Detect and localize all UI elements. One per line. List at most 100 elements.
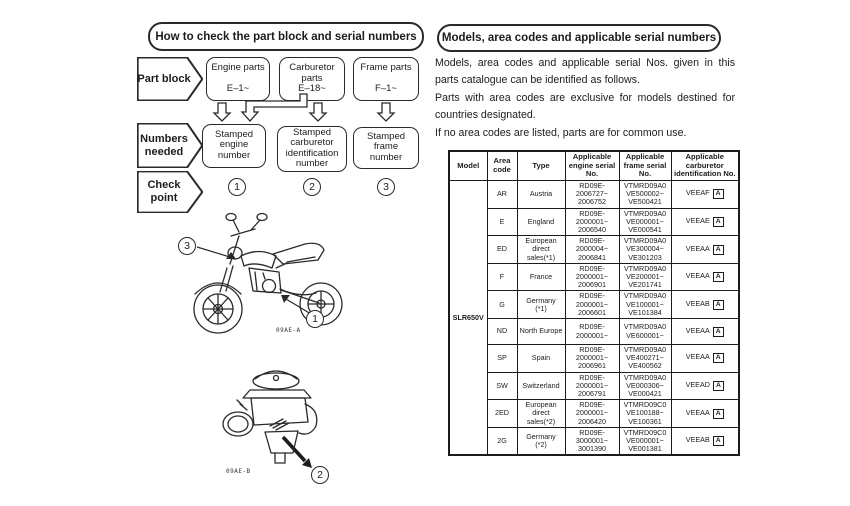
carburetor-code: VEEAA <box>685 352 710 362</box>
type-cell: North Europe <box>516 318 566 346</box>
carburetor-code: VEEAA <box>685 407 710 417</box>
boxed-letter: A <box>712 216 724 227</box>
check-point-1: 1 <box>228 178 246 196</box>
left-panel-title: How to check the part block and serial n… <box>148 22 424 51</box>
numbers-needed-label: Numbers needed <box>137 123 203 168</box>
engine-serial-cell: RD09E- 3000001~ 3001390 <box>564 426 620 456</box>
stamped-engine-number-box: Stamped engine number <box>202 124 266 168</box>
table-header-row: Model Area code Type Applicable engine s… <box>448 150 740 181</box>
table-row: SP Spain RD09E- 2000001~ 2006961 VTMRD09… <box>449 344 740 373</box>
engine-parts-box: Engine parts E–1~ <box>206 57 270 101</box>
carburetor-code: VEEAB <box>685 435 710 445</box>
boxed-letter: A <box>712 299 724 310</box>
frame-serial-cell: VTMRD09A0 VE500002~ VE500421 <box>618 180 672 209</box>
type-cell: Spain <box>516 344 566 373</box>
table-row: G Germany (*1) RD09E- 2000001~ 2006601 V… <box>449 290 740 320</box>
header-model: Model <box>448 150 488 181</box>
frame-serial-cell: VTMRD09A0 VE300004~ VE301203 <box>618 235 672 264</box>
header-frame-serial: Applicable frame serial No. <box>618 150 672 181</box>
boxed-letter: A <box>712 244 724 255</box>
carburetor-code: VEEAE <box>685 215 710 225</box>
area-code-cell: 2ED <box>486 399 518 428</box>
area-code-cell: G <box>486 290 518 320</box>
check-point-2: 2 <box>303 178 321 196</box>
boxed-letter: A <box>712 326 724 337</box>
type-cell: England <box>516 207 566 237</box>
intro-paragraph-2: Parts with area codes are exclusive for … <box>435 92 735 121</box>
boxed-letter: A <box>712 189 724 200</box>
carburetor-code: VEEAD <box>685 379 710 389</box>
table-row: E England RD09E- 2000001~ 2006540 VTMRD0… <box>449 207 740 237</box>
carburetor-illustration <box>222 370 318 464</box>
area-code-cell: ND <box>486 318 518 346</box>
engine-serial-cell: RD09E- 2000001~ 2006540 <box>564 207 620 237</box>
intro-text: Models, area codes and applicable serial… <box>435 55 735 144</box>
model-cell: SLR650V <box>448 180 488 456</box>
down-arrow-carburetor <box>308 102 328 122</box>
carburetor-code: VEEAA <box>685 271 710 281</box>
part-block-label: Part block <box>137 57 203 101</box>
engine-serial-cell: RD09E- 2006727~ 2006752 <box>564 180 620 209</box>
check-point-3: 3 <box>377 178 395 196</box>
down-arrow-engine <box>212 102 232 122</box>
engine-serial-cell: RD09E- 2000004~ 2006841 <box>564 235 620 264</box>
boxed-letter: A <box>712 380 724 391</box>
check-point-label: Check point <box>137 171 203 213</box>
callout-engine-number: 1 <box>306 310 324 328</box>
header-area-code: Area code <box>486 150 518 181</box>
frame-serial-cell: VTMRD09C0 VE100188~ VE100361 <box>618 399 672 428</box>
stamped-frame-number-box: Stamped frame number <box>353 127 419 169</box>
carburetor-code: VEEAF <box>686 188 710 198</box>
frame-serial-cell: VTMRD09A0 VE200001~ VE201741 <box>618 262 672 292</box>
engine-serial-cell: RD09E- 2000001~ 2006420 <box>564 399 620 428</box>
pentagon-shape <box>137 171 203 213</box>
intro-paragraph-3: If no area codes are listed, parts are f… <box>435 127 687 139</box>
carburetor-parts-box: Carburetor parts E–18~ <box>279 57 345 101</box>
frame-serial-cell: VTMRD09C0 VE000001~ VE001381 <box>618 426 672 456</box>
type-cell: Switzerland <box>516 371 566 401</box>
engine-serial-cell: RD09E- 2000001~ 2006601 <box>564 290 620 320</box>
boxed-letter: A <box>712 436 724 447</box>
down-arrow-frame <box>376 102 396 122</box>
area-code-cell: 2G <box>486 426 518 456</box>
frame-serial-cell: VTMRD09A0 VE100001~ VE101384 <box>618 290 672 320</box>
table-row: SW Switzerland RD09E- 2000001~ 2006791 V… <box>449 371 740 401</box>
type-cell: France <box>516 262 566 292</box>
figure-caption-carb: 09AE-B <box>226 468 251 475</box>
stamped-carburetor-id-box: Stamped carburetor identification number <box>277 126 347 172</box>
carburetor-code: VEEAA <box>685 243 710 253</box>
carburetor-code: VEEAB <box>685 298 710 308</box>
serial-numbers-table: Model Area code Type Applicable engine s… <box>448 150 740 457</box>
type-cell: European direct sales(*2) <box>516 399 566 428</box>
callout-carburetor-number: 2 <box>311 466 329 484</box>
figure-caption-bike: 09AE-A <box>276 327 301 334</box>
header-carburetor-id: Applicable carburetor identification No. <box>670 150 740 181</box>
area-code-cell: F <box>486 262 518 292</box>
frame-serial-cell: VTMRD09A0 VE600001~ <box>618 318 672 346</box>
boxed-letter: A <box>712 408 724 419</box>
motorcycle-illustration <box>193 212 343 334</box>
area-code-cell: SW <box>486 371 518 401</box>
area-code-cell: AR <box>486 180 518 209</box>
engine-serial-cell: RD09E- 2000001~ <box>564 318 620 346</box>
table-row: 2ED European direct sales(*2) RD09E- 200… <box>449 399 740 428</box>
boxed-letter: A <box>712 272 724 283</box>
frame-serial-cell: VTMRD09A0 VE000306~ VE000421 <box>618 371 672 401</box>
type-cell: European direct sales(*1) <box>516 235 566 264</box>
area-code-cell: E <box>486 207 518 237</box>
table-row: ND North Europe RD09E- 2000001~ VTMRD09A… <box>449 318 740 346</box>
table-row: F France RD09E- 2000001~ 2006901 VTMRD09… <box>449 262 740 292</box>
callout-frame-number: 3 <box>178 237 196 255</box>
carburetor-code: VEEAA <box>685 325 710 335</box>
engine-serial-cell: RD09E- 2000001~ 2006961 <box>564 344 620 373</box>
table-row: 2G Germany (*2) RD09E- 3000001~ 3001390 … <box>449 426 740 456</box>
